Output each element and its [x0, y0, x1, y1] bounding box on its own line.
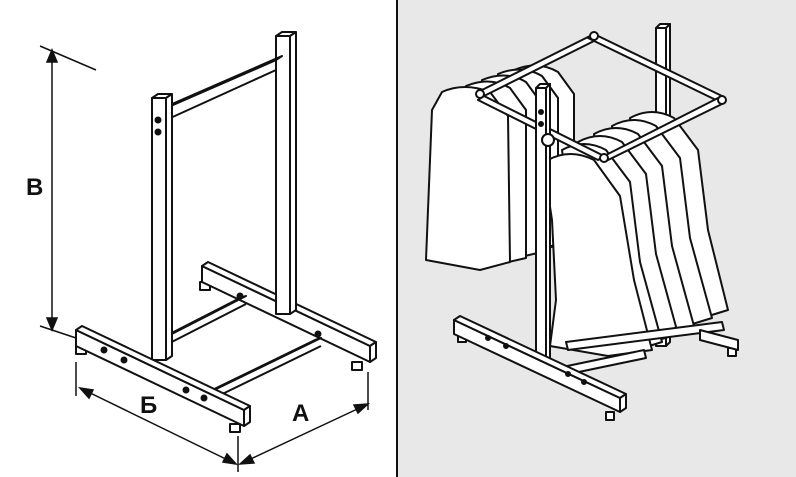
depth-arrow-left: [237, 453, 256, 465]
base-back-rail: [565, 321, 725, 351]
dimension-drawing-panel: В Б А: [0, 0, 396, 477]
front-upright-side: [165, 93, 173, 361]
front-upright: [535, 87, 547, 373]
top-bar: [165, 59, 277, 121]
length-arrow-right: [221, 452, 238, 466]
depth-label: А: [292, 400, 310, 427]
dimension-drawing: [39, 31, 377, 472]
height-label: В: [26, 174, 44, 201]
rear-upright-side: [289, 31, 297, 315]
length-label: Б: [140, 392, 158, 419]
back-base-rail-end: [369, 341, 377, 363]
depth-arrow-right: [352, 403, 371, 415]
hanger-clamp: [541, 133, 555, 147]
foot-2: [605, 411, 615, 421]
rear-upright: [275, 35, 291, 315]
length-arrow-left: [78, 386, 95, 400]
back-base-end: [699, 329, 739, 351]
usage-illustration-panel: [398, 0, 796, 477]
front-upright: [151, 97, 167, 361]
front-foot-right: [229, 423, 241, 433]
front-base-rail-end: [243, 405, 251, 427]
rack-with-garments: [425, 23, 739, 421]
height-arrow-bottom: [45, 317, 59, 332]
height-arrow-top: [45, 48, 59, 63]
garment-back-front: [425, 86, 511, 271]
length-dimension-line: [79, 387, 237, 465]
garment-front-6: [545, 153, 653, 357]
cross-rail-front: [203, 337, 322, 395]
panel-divider: [396, 0, 398, 477]
top-bar-top: [165, 55, 283, 109]
back-foot-right: [351, 361, 363, 371]
depth-dimension-line: [239, 403, 369, 465]
